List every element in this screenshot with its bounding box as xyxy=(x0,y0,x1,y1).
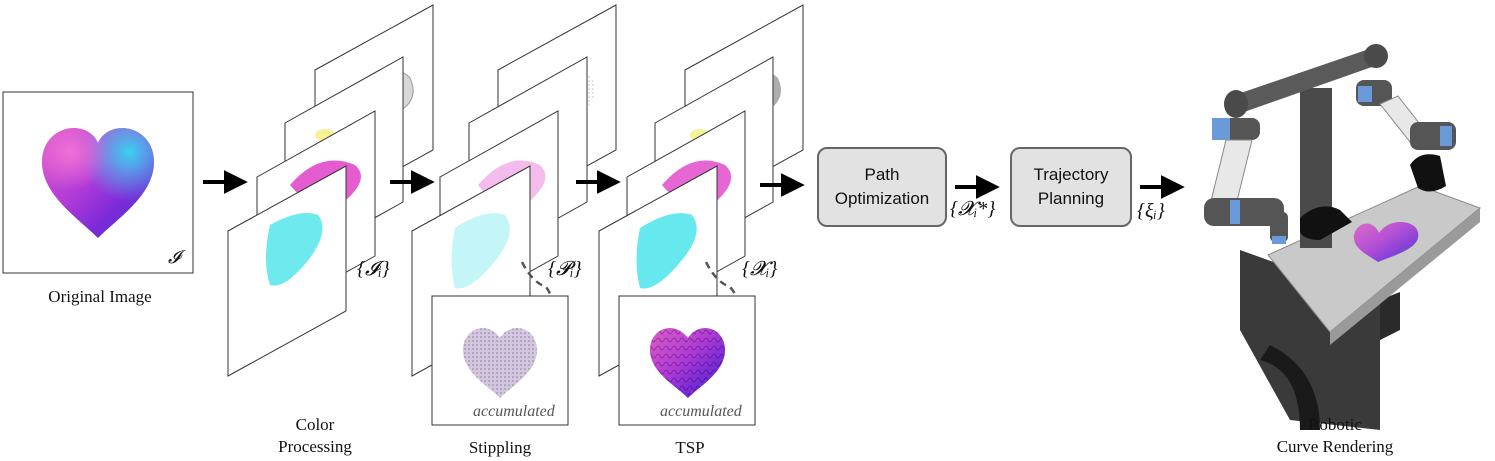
stippling-accumulated-label: accumulated xyxy=(473,403,555,420)
tsp-label: TSP xyxy=(675,438,705,457)
trajectory-planning-line1: Trajectory xyxy=(1033,165,1109,184)
robotic-line2: Curve Rendering xyxy=(1276,437,1394,456)
path-optimization-line1: Path xyxy=(864,165,900,184)
tsp-set-label: {𝓧ᵢ} xyxy=(742,258,778,280)
robotic-curve-rendering-label: Robotic Curve Rendering xyxy=(1260,414,1410,458)
trajectory-planning-line2: Planning xyxy=(1037,189,1105,208)
color-layers xyxy=(227,4,434,377)
robot-illustration xyxy=(1204,44,1481,430)
color-set-label: {𝓘ᵢ} xyxy=(357,258,390,280)
original-image-frame xyxy=(2,91,194,274)
robotic-line1: Robotic xyxy=(1308,415,1362,434)
stippling-accumulated-frame xyxy=(431,295,569,426)
stippling-layers xyxy=(411,4,617,377)
path-optimization-line2: Optimization xyxy=(834,189,930,208)
path-optimization-box: Path Optimization xyxy=(817,147,947,227)
original-symbol: 𝓘 xyxy=(168,247,181,267)
path-optimization-output: {𝓧ᵢ*} xyxy=(950,198,996,220)
tsp-accumulated-frame xyxy=(618,295,756,426)
original-image-label: Original Image xyxy=(48,287,152,306)
color-processing-line2: Processing xyxy=(278,437,352,456)
stippling-set-label: {𝓟ᵢ} xyxy=(548,258,582,280)
color-processing-line1: Color xyxy=(295,415,335,434)
heart-original xyxy=(42,128,154,238)
trajectory-output: {ξᵢ} xyxy=(1137,200,1165,222)
tsp-accumulated-label: accumulated xyxy=(660,403,742,420)
trajectory-planning-box: Trajectory Planning xyxy=(1010,147,1132,227)
stippling-label: Stippling xyxy=(468,438,532,457)
color-processing-label: Color Processing xyxy=(270,414,360,458)
